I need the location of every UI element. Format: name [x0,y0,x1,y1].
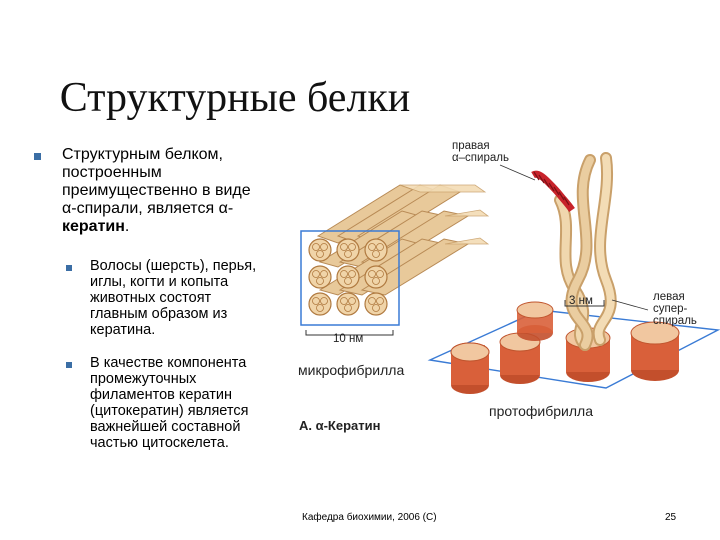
sub-bullet-line: кератина. [90,322,156,338]
sub-bullet-line: промежуточных [90,371,197,387]
label-line: левая супер- [653,291,688,315]
bullet-square-icon [34,153,41,160]
sub-bullet-1: Волосы (шерсть), перья, иглы, когти и ко… [90,258,305,338]
footer-page-number: 25 [665,512,677,523]
main-bullet-line-last: кератин. [62,218,302,236]
protofibril-group [427,152,720,394]
label-microfibril: микрофибрилла [298,362,405,378]
period: . [124,218,130,235]
label-line: α–спираль [452,152,509,164]
sub-bullet-line: Волосы (шерсть), перья, [90,258,257,274]
sub-bullet-line: животных состоят [90,290,212,306]
sub-bullet-line: важнейшей составной [90,419,241,435]
protofibril-plane [427,309,720,389]
bullet-square-icon [66,265,72,271]
cylinder [450,342,490,394]
label-right-helix: правая α–спираль [452,140,509,164]
label-left-super-helix: левая супер- спираль [653,291,720,327]
main-bullet-line: α-спирали, является α- [62,200,234,217]
label-10nm: 10 нм [333,333,364,345]
main-bullet-line: построенным [62,164,162,181]
label-line: правая [452,140,490,152]
label-line: спираль [653,315,697,327]
cylinder [516,301,554,341]
cylinder [630,321,680,381]
main-bullet-line: Структурным белком, [62,146,223,163]
sub-bullet-2: В качестве компонента промежуточных фила… [90,355,305,451]
label-3nm: 3 нм [569,295,593,307]
main-bullet-line: преимущественно в виде [62,182,251,199]
footer-department: Кафедра биохимии, 2006 (С) [302,512,437,523]
sub-bullet-line: главным образом из [90,306,228,322]
figure-caption: А. α-Кератин [299,418,381,433]
label-protofibril: протофибрилла [489,403,593,419]
keratin-bold: кератин [62,218,125,235]
sub-bullet-line: филаментов кератин [90,387,232,403]
main-bullet-text: Структурным белком, построенным преимуще… [62,146,302,236]
microfibril-bundle [300,184,490,336]
sub-bullet-line: частью цитоскелета. [90,435,229,451]
bullet-square-icon [66,362,72,368]
sub-bullet-line: В качестве компонента [90,355,247,371]
sub-bullet-line: иглы, когти и копыта [90,274,229,290]
slide-title: Структурные белки [59,75,411,121]
sub-bullet-line: (цитокератин) является [90,403,249,419]
microfibril-frame [300,230,400,326]
